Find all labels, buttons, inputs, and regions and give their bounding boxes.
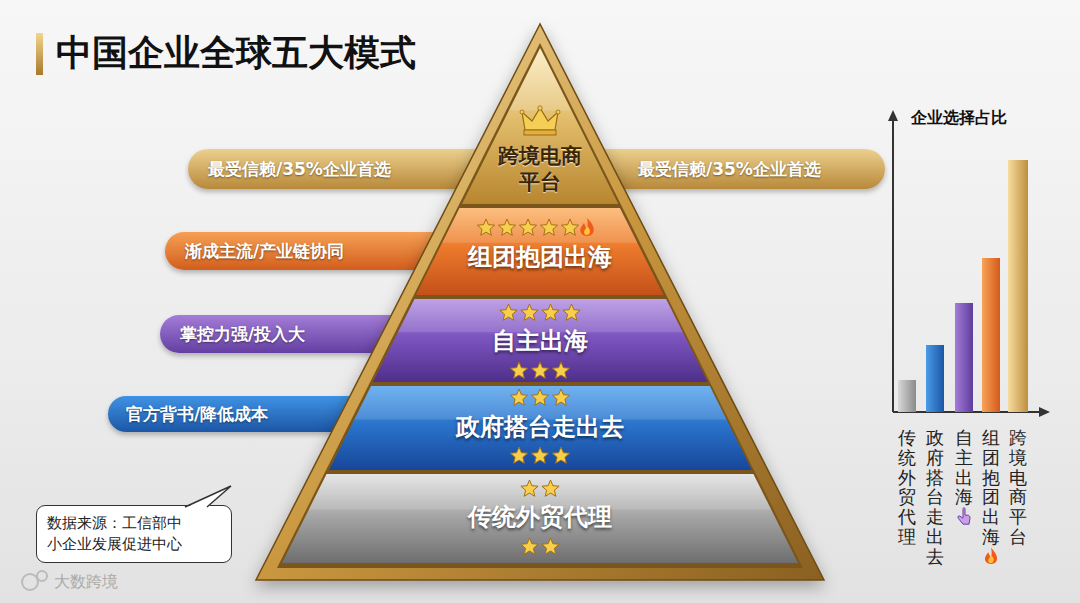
rating-star xyxy=(521,304,538,320)
callout-tail xyxy=(181,486,241,510)
decor-rect xyxy=(1008,160,1028,412)
decor-polygon xyxy=(888,110,898,121)
decor-path xyxy=(584,226,590,235)
band-fill xyxy=(329,386,752,470)
rating-star xyxy=(531,389,548,405)
watermark: 大数跨境 xyxy=(54,572,118,593)
rating-star xyxy=(552,389,569,405)
rating-star xyxy=(519,219,536,235)
pyramid-band: 跨境电商 平台 xyxy=(462,48,618,204)
band-fill xyxy=(462,48,618,204)
band-text: 政府搭台走出去 xyxy=(329,413,752,442)
rating-star xyxy=(552,362,569,378)
pyramid-outer xyxy=(256,24,824,580)
rating-star xyxy=(510,447,527,463)
decor-rect xyxy=(926,345,944,412)
pyramid-band: 传统外贸代理 xyxy=(282,474,798,563)
bar-chart xyxy=(888,110,1050,417)
rating-star xyxy=(477,219,494,235)
decor-polygon xyxy=(1039,407,1050,417)
callout-text: 数据来源：工信部中 小企业发展促进中心 xyxy=(47,513,193,555)
band-fill xyxy=(373,299,708,382)
rating-star xyxy=(510,362,527,378)
decor-circle xyxy=(556,110,560,114)
band-fill xyxy=(282,474,798,563)
band-fill xyxy=(416,208,663,295)
pill-text: 渐成主流/产业链协同 xyxy=(165,232,344,270)
decor-path xyxy=(580,218,593,236)
decor-line xyxy=(892,118,894,412)
chart-title: 企业选择占比 xyxy=(911,108,1007,129)
band-text: 自主出海 xyxy=(373,327,708,356)
source-callout: 数据来源：工信部中 小企业发展促进中心 xyxy=(36,505,232,563)
rating-star xyxy=(510,389,527,405)
rating-star xyxy=(500,304,517,320)
rating-star xyxy=(542,538,559,554)
band-text: 跨境电商 平台 xyxy=(490,144,590,195)
side-pill: 最受信赖/35%企业首选 xyxy=(598,149,885,189)
decor-path xyxy=(958,508,970,525)
pill-text: 掌控力强/投入大 xyxy=(160,315,305,353)
flame-icon xyxy=(580,218,593,236)
page-title: 中国企业全球五大模式 xyxy=(56,29,416,78)
pyramid-inner xyxy=(277,43,803,568)
flame-icon xyxy=(985,548,997,564)
band-text: 传统外贸代理 xyxy=(282,503,798,532)
bar-axis-label: 政府搭台走出去 xyxy=(926,428,944,567)
side-pill: 掌控力强/投入大 xyxy=(160,315,400,353)
pyramid-band: 自主出海 xyxy=(373,299,708,382)
decor-path xyxy=(522,108,558,130)
bar-axis-label: 组团抱团出海 xyxy=(982,428,1000,547)
band-gloss xyxy=(509,48,572,110)
decor-rect xyxy=(982,258,1000,412)
pyramid-band: 政府搭台走出去 xyxy=(329,386,752,470)
side-pill: 渐成主流/产业链协同 xyxy=(165,232,440,270)
watermark-logo xyxy=(22,571,47,590)
decor-circle xyxy=(520,110,524,114)
title-accent-bar xyxy=(36,33,43,75)
rating-star xyxy=(563,304,580,320)
pyramid-band: 组团抱团出海 xyxy=(416,208,663,295)
decor-rect xyxy=(524,130,556,135)
rating-star xyxy=(552,447,569,463)
decor-path xyxy=(988,555,993,563)
decor-circle xyxy=(538,106,542,110)
band-gloss xyxy=(398,299,683,332)
pill-text: 最受信赖/35%企业首选 xyxy=(188,149,391,189)
rating-star xyxy=(561,219,578,235)
callout-tail-fill xyxy=(185,486,231,508)
decor-path xyxy=(985,548,997,564)
rating-star xyxy=(498,219,515,235)
callout-tail-edge xyxy=(185,486,231,507)
bar-axis-label: 跨境电商平台 xyxy=(1009,428,1027,547)
bar-axis-label: 传统外贸代理 xyxy=(898,428,916,547)
pill-text: 最受信赖/35%企业首选 xyxy=(598,149,821,189)
rating-star xyxy=(542,304,559,320)
side-pill: 官方背书/降低成本 xyxy=(108,396,358,432)
bar-axis-label: 自主出海 xyxy=(955,428,973,507)
hand-icon xyxy=(958,508,970,525)
decor-rect xyxy=(898,380,916,412)
side-pill: 最受信赖/35%企业首选 xyxy=(188,149,488,189)
band-text: 组团抱团出海 xyxy=(416,243,663,272)
rating-star xyxy=(521,480,538,496)
rating-star xyxy=(531,447,548,463)
crown-icon xyxy=(520,106,560,135)
band-gloss xyxy=(442,208,637,243)
decor-circle xyxy=(37,571,47,581)
decor-rect xyxy=(955,303,973,412)
decor-circle xyxy=(22,574,38,590)
rating-star xyxy=(531,362,548,378)
rating-star xyxy=(521,538,538,554)
pill-text: 官方背书/降低成本 xyxy=(108,396,268,432)
rating-star xyxy=(540,219,557,235)
rating-star xyxy=(542,480,559,496)
